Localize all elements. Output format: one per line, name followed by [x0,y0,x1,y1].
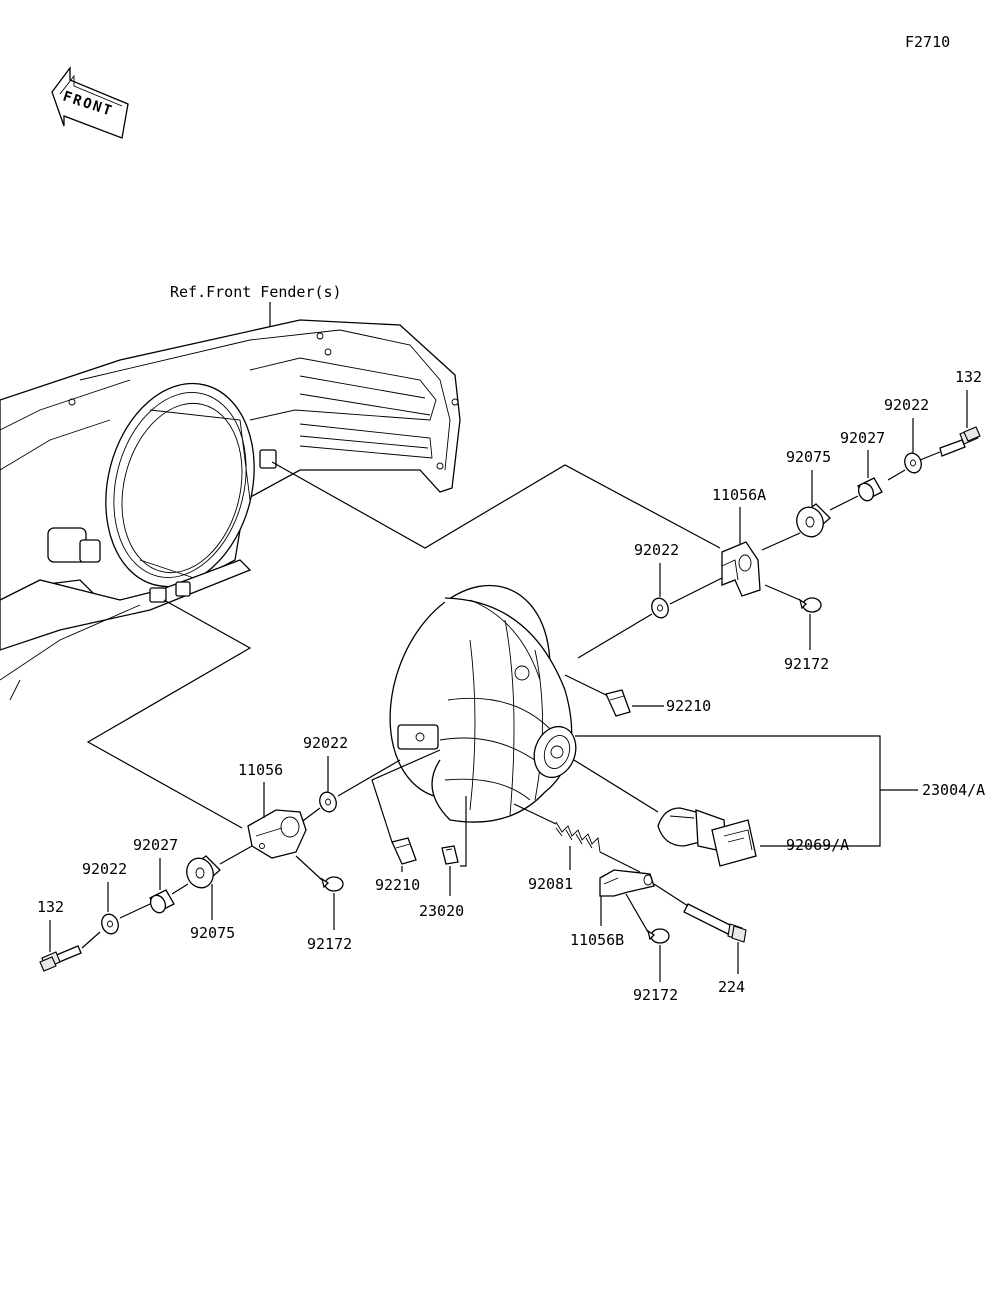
callout-92210-right: 92210 [666,697,711,715]
bracket-11056B [599,869,655,897]
collar-92027-left [149,889,175,914]
callout-92022-right-mid: 92022 [634,541,679,559]
axis-right-mount [761,532,801,551]
bracket-11056A [721,541,761,597]
callout-92075-left: 92075 [190,924,235,942]
headlight-unit [389,584,577,823]
bracket-11056 [247,809,307,859]
collar-92027-right [857,477,883,502]
callout-92022-left: 92022 [82,860,127,878]
front-arrow-icon: FRONT [51,66,129,139]
callout-92022-left-mid: 92022 [303,734,348,752]
bolt-224 [683,903,747,943]
callout-92069A: 92069/A [786,836,849,854]
grommet-92075-right [796,503,831,538]
callout-92172-right: 92172 [784,655,829,673]
callout-23004A: 23004/A [922,781,985,799]
screw-92172-left [320,876,344,892]
axis-bulb [573,759,659,813]
callout-92210-left: 92210 [375,876,420,894]
callout-11056: 11056 [238,761,283,779]
bulb-92069A [657,807,757,867]
bolt-132-right [939,426,981,457]
assembly-bracket-23004A [575,735,881,847]
grommet-92075-left [186,855,221,889]
reference-label: Ref.Front Fender(s) [170,283,342,301]
callout-92027-left: 92027 [133,836,178,854]
front-fender-housing [0,319,461,701]
clip-92210-right [605,689,631,717]
callout-92172-left: 92172 [307,935,352,953]
diagram-code: F2710 [905,33,950,51]
callout-132-right: 132 [955,368,982,386]
washer-92022-right-mid [651,597,669,619]
screw-92172-right [798,597,822,613]
leader-fender-to-bracket-left [86,599,252,829]
callout-92172-bottom: 92172 [633,986,678,1004]
callout-11056B: 11056B [570,931,624,949]
callout-92075-right: 92075 [786,448,831,466]
callout-92081: 92081 [528,875,573,893]
nut-23020 [441,845,459,865]
spring-92081 [555,821,601,853]
clip-92210-left [391,837,417,865]
callout-132-left: 132 [37,898,64,916]
washer-92022-left [101,913,119,935]
washer-92022-right-top [904,452,922,474]
callout-224: 224 [718,978,745,996]
callout-92022-right-top: 92022 [884,396,929,414]
callout-92027-right: 92027 [840,429,885,447]
callout-23020: 23020 [419,902,464,920]
leader-fender-to-bracket-right [271,461,721,549]
callout-11056A: 11056A [712,486,766,504]
bolt-132-left [39,945,82,972]
washer-92022-left-mid [319,791,337,813]
screw-92172-bottom [646,928,670,944]
